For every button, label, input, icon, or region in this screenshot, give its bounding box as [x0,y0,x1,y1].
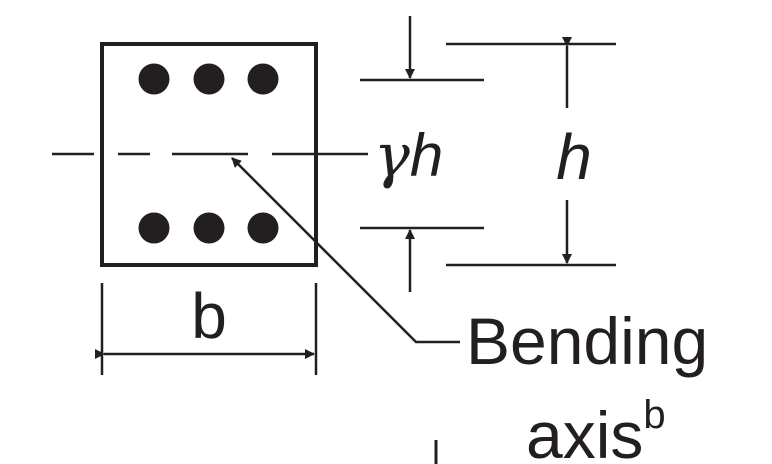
height-label: h [556,121,592,193]
gamma-h-variable: h [410,122,443,189]
bending-axis-label-line1: Bending [466,304,708,378]
width-label: b [191,280,227,352]
bottom-bar-row [138,212,279,244]
bending-axis-superscript: b [643,393,665,437]
rebar-dot [138,63,170,95]
rebar-dot [193,63,225,95]
width-dimension [95,283,318,375]
rebar-dot [193,212,225,244]
rebar-dot [247,212,279,244]
top-bar-row [138,63,279,95]
gamma-h-dimension [360,16,484,292]
rebar-dot [247,63,279,95]
bending-axis-leader [231,157,460,344]
gamma-symbol: γ [374,121,410,191]
height-dimension [446,37,616,267]
bending-axis-word: axis [526,398,643,464]
bending-axis-label-line2: axisb [526,393,666,464]
gamma-h-label: γh [374,121,443,191]
rebar-dot [138,212,170,244]
